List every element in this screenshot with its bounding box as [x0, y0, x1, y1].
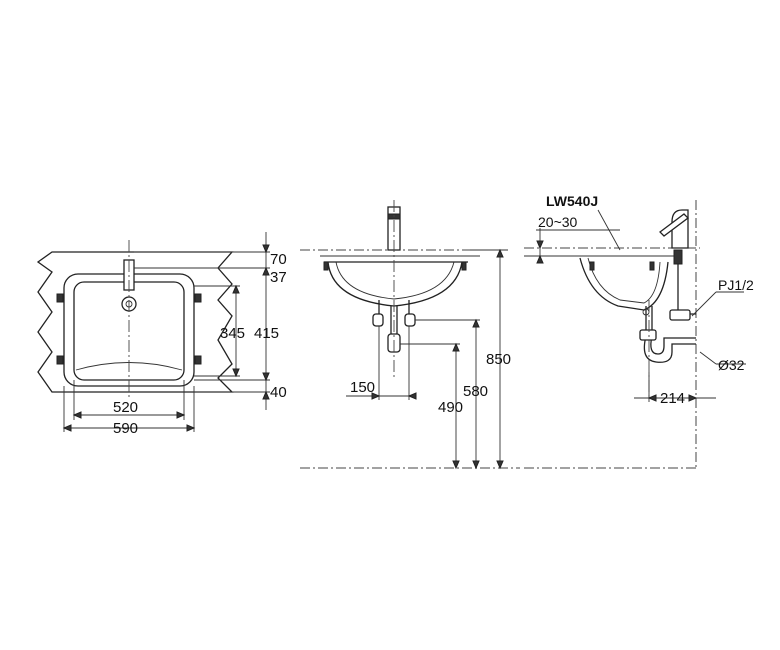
supply-valve — [372, 313, 384, 327]
label-phi32: Ø32 — [718, 357, 745, 373]
dim-345: 345 — [220, 325, 245, 342]
dim-490: 490 — [438, 399, 463, 416]
dim-70: 70 — [270, 251, 287, 268]
dim-37: 37 — [270, 269, 287, 286]
basin-bowl-side — [579, 257, 669, 311]
dim-40: 40 — [270, 384, 287, 401]
bracket — [194, 293, 202, 303]
dim-20-30: 20~30 — [538, 214, 578, 230]
bracket — [56, 355, 64, 365]
dim-415: 415 — [254, 325, 279, 342]
supply-valve — [404, 313, 416, 327]
dim-580: 580 — [463, 383, 488, 400]
dim-520: 520 — [113, 399, 138, 416]
front-view: 150 490 580 850 — [300, 200, 520, 470]
bracket — [56, 293, 64, 303]
counter-outline — [36, 251, 234, 393]
top-view: 70 37 345 415 40 520 590 — [36, 232, 287, 437]
dim-850: 850 — [486, 351, 511, 368]
model-label: LW540J — [546, 193, 598, 209]
dim-590: 590 — [113, 420, 138, 437]
label-pj12: PJ1/2 — [718, 277, 754, 293]
side-view: LW540J 20~30 PJ1/2 Ø32 214 — [524, 193, 754, 470]
basin-bowl — [327, 261, 463, 307]
p-trap — [643, 335, 696, 363]
bracket — [194, 355, 202, 365]
dim-150: 150 — [350, 379, 375, 396]
dim-214: 214 — [660, 390, 685, 407]
